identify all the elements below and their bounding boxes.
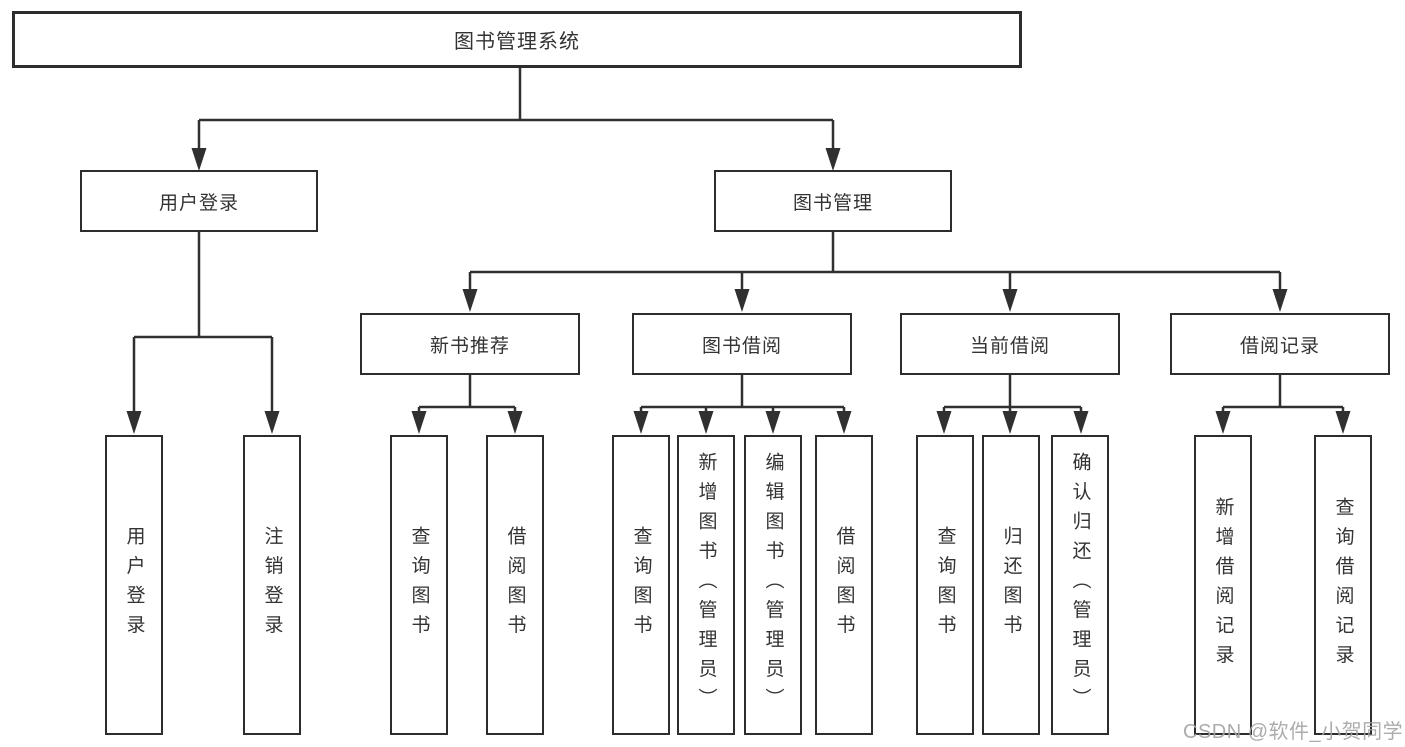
leaf-nbr-query-books: 查询图书 [390,435,448,735]
leaf-br-add-record-label: 新增借阅记录 [1212,496,1234,674]
node-book-borrowing-label: 图书借阅 [701,335,782,357]
node-root-label: 图书管理系统 [454,31,580,53]
leaf-br-query-record-label: 查询借阅记录 [1332,496,1354,674]
leaf-bb-add-books-admin-label: 新增图书（管理员） [695,452,717,718]
leaf-nbr-query-books-label: 查询图书 [408,526,430,644]
leaf-bb-borrow-books-label: 借阅图书 [833,526,855,644]
leaf-bb-query-books: 查询图书 [612,435,670,735]
node-borrow-records: 借阅记录 [1170,313,1390,375]
leaf-cb-return-books: 归还图书 [982,435,1040,735]
leaf-bb-query-books-label: 查询图书 [630,526,652,644]
arrowheads [126,148,1351,434]
node-book-management-label: 图书管理 [792,192,873,214]
node-new-book-recommend-label: 新书推荐 [429,335,510,357]
leaf-bb-edit-books-admin: 编辑图书（管理员） [744,435,802,735]
node-book-management: 图书管理 [714,170,952,232]
node-current-borrowing: 当前借阅 [900,313,1120,375]
leaf-bb-add-books-admin: 新增图书（管理员） [677,435,735,735]
leaf-bb-edit-books-admin-label: 编辑图书（管理员） [762,452,784,718]
leaf-user-login: 用户登录 [105,435,163,735]
leaf-cb-query-books-label: 查询图书 [934,526,956,644]
node-book-borrowing: 图书借阅 [632,313,852,375]
leaf-bb-borrow-books: 借阅图书 [815,435,873,735]
leaf-nbr-borrow-books: 借阅图书 [486,435,544,735]
node-borrow-records-label: 借阅记录 [1239,335,1320,357]
leaf-logout-label: 注销登录 [261,526,283,644]
node-user-login-label: 用户登录 [158,192,239,214]
leaf-br-add-record: 新增借阅记录 [1194,435,1252,735]
leaf-user-login-label: 用户登录 [123,526,145,644]
node-new-book-recommend: 新书推荐 [360,313,580,375]
leaf-cb-confirm-return-admin-label: 确认归还（管理员） [1069,452,1091,718]
node-user-login: 用户登录 [80,170,318,232]
leaf-cb-confirm-return-admin: 确认归还（管理员） [1051,435,1109,735]
watermark: CSDN @软件_小贺同学 [1183,721,1404,743]
leaf-cb-return-books-label: 归还图书 [1000,526,1022,644]
leaf-cb-query-books: 查询图书 [916,435,974,735]
leaf-br-query-record: 查询借阅记录 [1314,435,1372,735]
leaf-logout: 注销登录 [243,435,301,735]
node-current-borrowing-label: 当前借阅 [969,335,1050,357]
node-root: 图书管理系统 [12,11,1022,68]
leaf-nbr-borrow-books-label: 借阅图书 [504,526,526,644]
